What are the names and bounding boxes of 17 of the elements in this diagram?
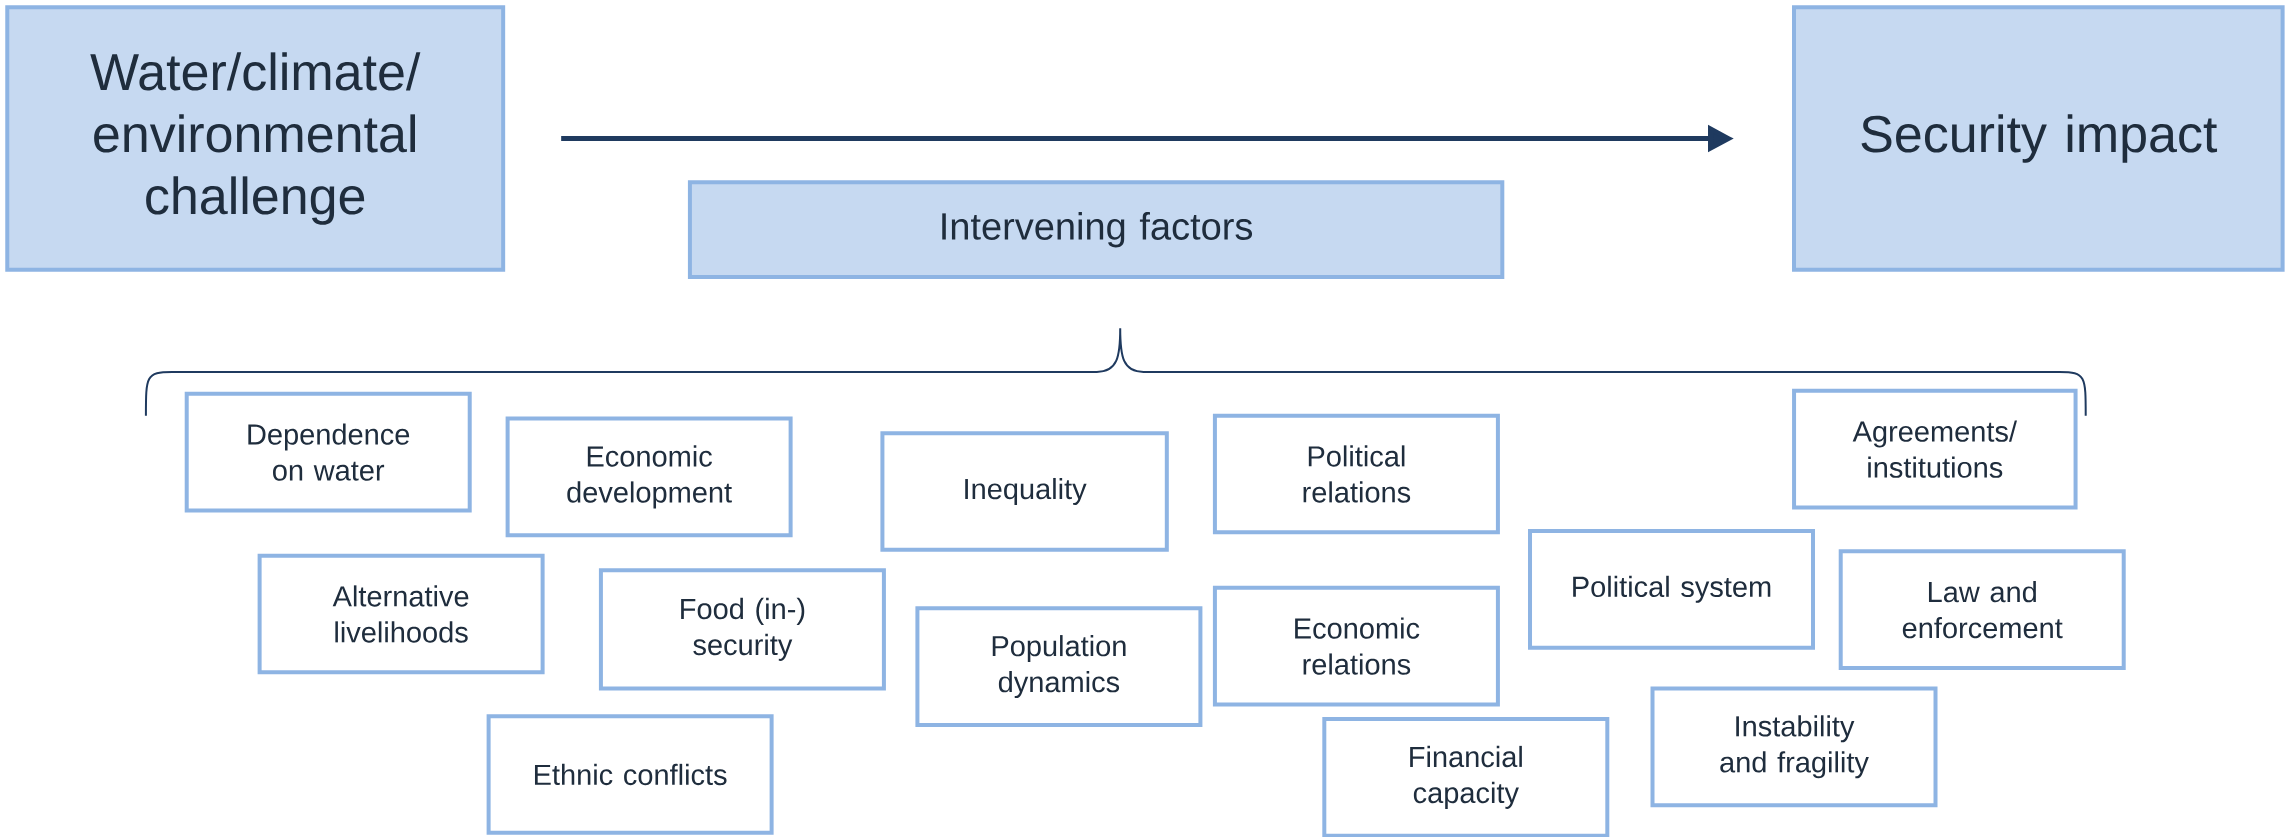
factor-box: Inequality bbox=[880, 431, 1169, 552]
process-box: Security impact bbox=[1792, 5, 2285, 272]
process-box: Water/climate/ environmental challenge bbox=[5, 5, 506, 272]
factor-box: Political system bbox=[1528, 528, 1815, 650]
factor-box: Economic development bbox=[505, 416, 793, 538]
factor-box: Alternative livelihoods bbox=[257, 553, 545, 675]
factor-box: Food (in-) security bbox=[598, 568, 886, 691]
factor-box: Population dynamics bbox=[915, 606, 1203, 727]
factor-box: Law and enforcement bbox=[1838, 549, 2126, 671]
factor-box: Agreements/ institutions bbox=[1792, 388, 2078, 510]
factor-box: Instability and fragility bbox=[1650, 686, 1938, 808]
factor-box: Political relations bbox=[1212, 413, 1500, 535]
factor-box: Financial capacity bbox=[1322, 717, 1610, 837]
factor-box: Economic relations bbox=[1212, 585, 1500, 707]
factors-box: Intervening factors bbox=[687, 180, 1505, 280]
factor-box: Dependence on water bbox=[184, 391, 472, 513]
factor-box: Ethnic conflicts bbox=[486, 714, 774, 835]
